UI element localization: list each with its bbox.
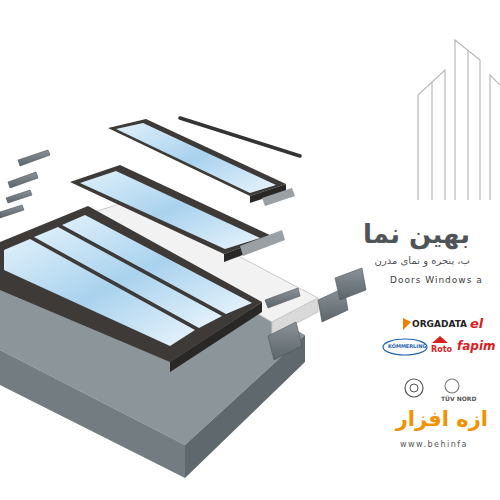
partner-logo: KÖMMERLING: [388, 344, 426, 350]
logo-building: [418, 40, 500, 200]
brand-text: ازه افزار: [396, 408, 488, 431]
flashing-pieces: [0, 150, 366, 360]
partner-logo: fapim: [457, 340, 496, 353]
logo-text: بهین نما: [363, 220, 470, 249]
logo-text: Doors Windows a: [390, 276, 483, 286]
brand-text: www.behinfa: [400, 441, 468, 450]
brand-marks: [383, 318, 459, 397]
partner-logo: ORGADATA: [412, 320, 467, 330]
partner-logo: Roto: [431, 346, 452, 355]
partner-logo: TÜV NORD: [441, 396, 476, 403]
partner-logo: el: [470, 317, 483, 331]
top-window: [108, 119, 295, 206]
logo-text: ب، پنجره و نمای مدرن: [375, 255, 470, 266]
top-rod: [180, 118, 300, 156]
